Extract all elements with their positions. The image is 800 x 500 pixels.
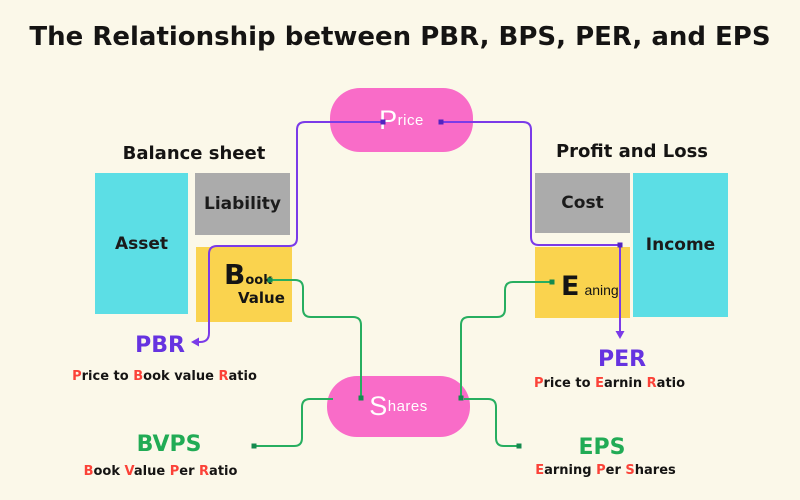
- asset-box: Asset: [95, 173, 188, 314]
- book-value-box: Book Value: [196, 247, 292, 322]
- bvps-endpoint-dot-icon: [251, 443, 257, 449]
- connector-shares-to-bvps: [256, 398, 333, 447]
- pbr-full-name: Price to Book value Ratio: [72, 369, 257, 384]
- eps-endpoint-dot-icon: [516, 443, 522, 449]
- balance-sheet-heading: Balance sheet: [122, 143, 266, 164]
- cost-label: Cost: [561, 193, 604, 213]
- connector-shares-to-eps: [464, 398, 517, 447]
- per-full-name: Price to Earnin Ratio: [533, 376, 686, 391]
- shares-node-label-rest: hares: [387, 398, 428, 415]
- cost-box: Cost: [535, 173, 630, 233]
- profit-loss-heading: Profit and Loss: [555, 141, 709, 162]
- per-arrowhead-icon: [615, 331, 625, 339]
- liability-box: Liability: [195, 173, 290, 235]
- book-value-label: Book Value: [224, 258, 285, 307]
- eps-label: EPS: [578, 435, 626, 460]
- eps-full-name: Earning Per Shares: [535, 463, 676, 478]
- page-title: The Relationship between PBR, BPS, PER, …: [29, 22, 771, 52]
- per-label: PER: [597, 347, 647, 372]
- pbr-label: PBR: [135, 333, 185, 358]
- shares-node-label-initial: S: [369, 391, 388, 421]
- price-node-label-initial: P: [379, 104, 398, 135]
- liability-label: Liability: [204, 194, 281, 214]
- bvps-full-name: Book Value Per Ratio: [83, 464, 238, 479]
- price-node-label-rest: rice: [397, 111, 424, 129]
- bvps-label: BVPS: [136, 432, 202, 457]
- income-box: Income: [633, 173, 728, 317]
- asset-label: Asset: [114, 233, 169, 254]
- income-label: Income: [645, 235, 716, 255]
